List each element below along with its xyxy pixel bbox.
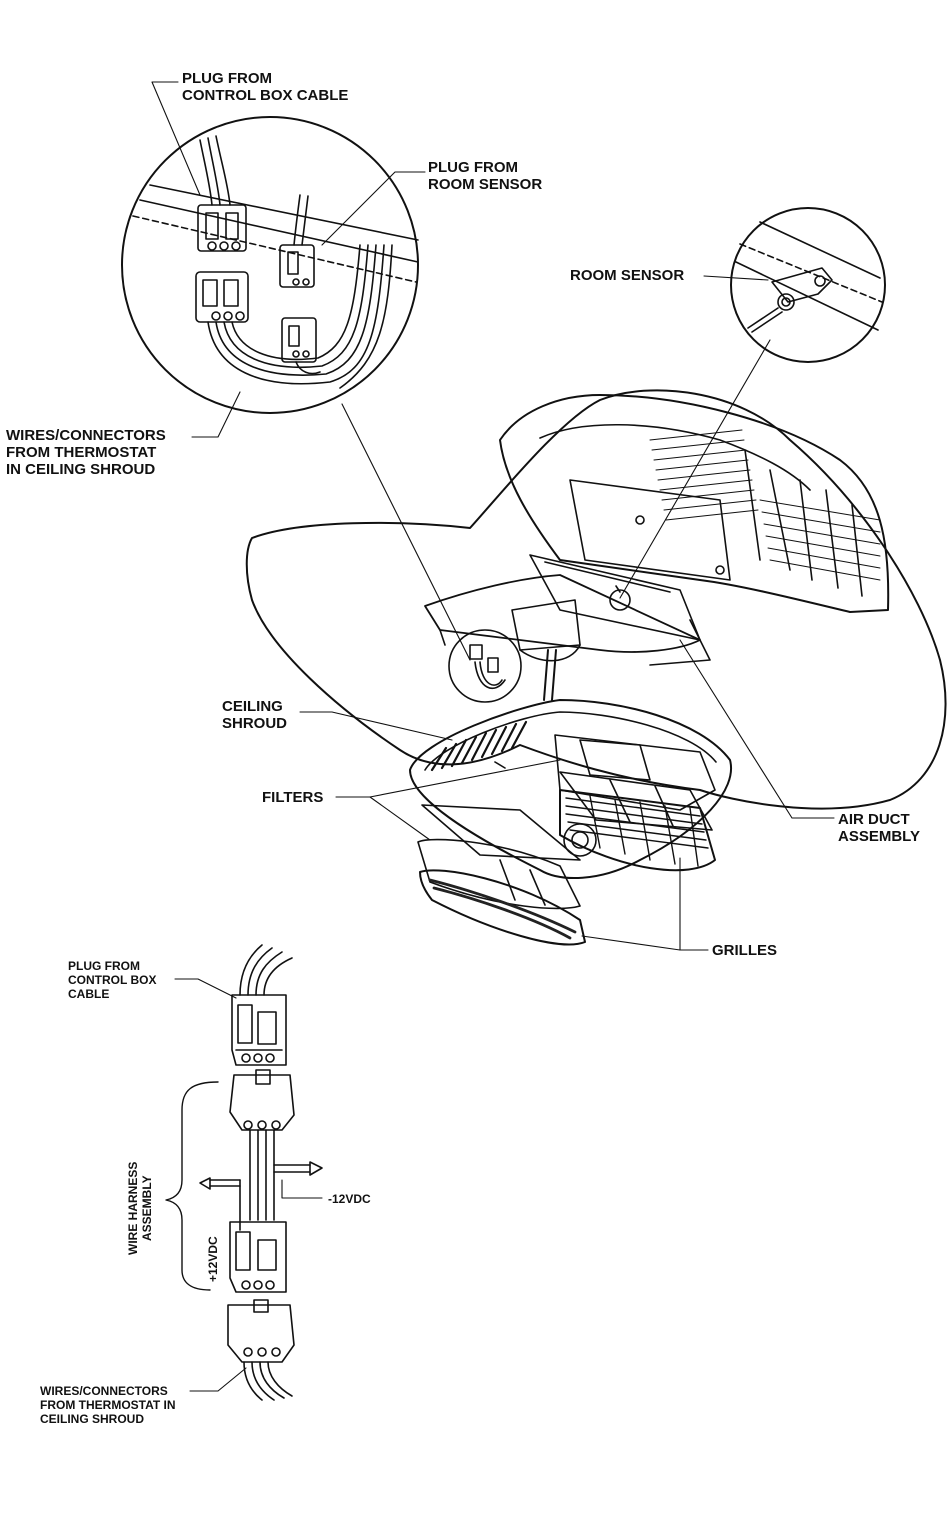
label-room-sensor: ROOM SENSOR [570, 267, 684, 284]
label-wires-connectors-thermostat-small: WIRES/CONNECTORS FROM THERMOSTAT IN CEIL… [40, 1384, 176, 1426]
wiring-detail-marker [449, 630, 521, 702]
label-grilles: GRILLES [712, 942, 777, 959]
label-filters: FILTERS [262, 789, 323, 806]
label-wires-connectors-thermostat: WIRES/CONNECTORS FROM THERMOSTAT IN CEIL… [6, 427, 166, 478]
label-air-duct-assembly: AIR DUCT ASSEMBLY [838, 811, 920, 845]
air-duct-assembly [425, 555, 710, 700]
wire-harness-drawing [166, 945, 322, 1400]
label-minus-12vdc: -12VDC [328, 1192, 371, 1206]
label-plug-from-control-box-cable: PLUG FROM CONTROL BOX CABLE [182, 70, 348, 104]
grilles [420, 790, 715, 944]
label-wire-harness-assembly: WIRE HARNESS ASSEMBLY [126, 1162, 154, 1255]
label-plug-from-room-sensor: PLUG FROM ROOM SENSOR [428, 159, 542, 193]
connector-detail-circle [122, 117, 418, 413]
label-ceiling-shroud: CEILING SHROUD [222, 698, 287, 732]
label-plug-from-control-box-cable-small: PLUG FROM CONTROL BOX CABLE [68, 959, 156, 1001]
label-plus-12vdc: +12VDC [206, 1236, 220, 1282]
roof-outline [247, 390, 946, 808]
leader-lines [152, 82, 834, 950]
rooftop-unit [500, 395, 888, 612]
room-sensor-detail-circle [731, 208, 885, 362]
